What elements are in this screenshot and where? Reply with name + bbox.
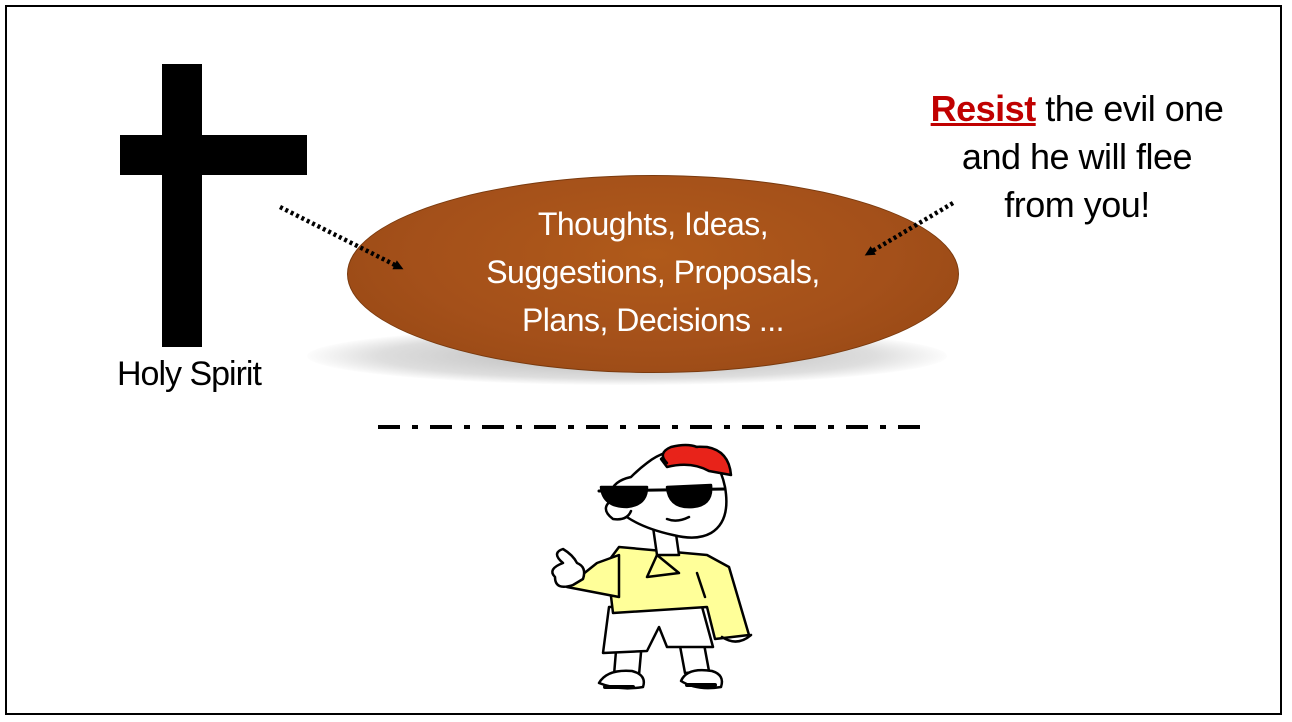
- cross-icon-vertical: [162, 64, 202, 347]
- resist-rest: the evil one: [1035, 88, 1224, 129]
- diagram-overlay: [278, 201, 955, 690]
- resist-line-2: and he will flee: [961, 136, 1193, 177]
- resist-text: Resist the evil one and he will flee fro…: [857, 85, 1280, 229]
- slide: Holy Spirit Thoughts, Ideas, Suggestions…: [5, 5, 1282, 715]
- ellipse-line-3: Plans, Decisions ...: [521, 302, 785, 338]
- dotted-arrow-right: [864, 201, 955, 256]
- thoughts-ellipse: [347, 175, 959, 373]
- resist-word: Resist: [930, 88, 1037, 129]
- ellipse-text: Thoughts, Ideas, Suggestions, Proposals,…: [367, 200, 939, 344]
- ellipse-line-2: Suggestions, Proposals,: [486, 254, 820, 290]
- cartoon-man-icon: [551, 443, 753, 690]
- cross-icon-horizontal: [120, 135, 307, 175]
- ellipse-line-1: Thoughts, Ideas,: [537, 206, 769, 242]
- resist-line-1: Resist the evil one: [857, 85, 1280, 133]
- dotted-arrow-left: [278, 204, 404, 270]
- holy-spirit-label: Holy Spirit: [117, 355, 262, 393]
- resist-line-3: from you!: [1004, 184, 1150, 225]
